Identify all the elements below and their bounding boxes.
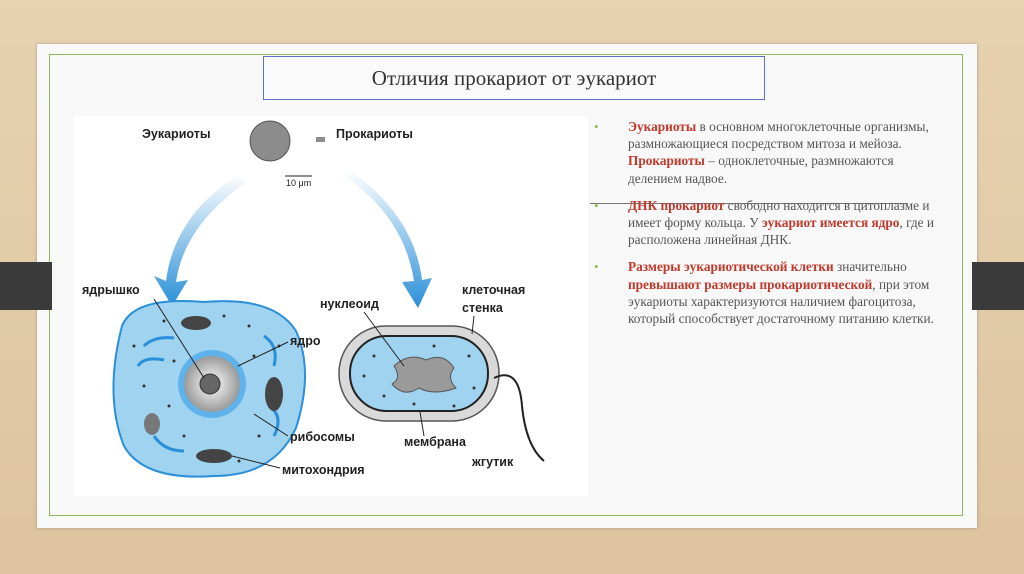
slide-title: Отличия прокариот от эукариот: [263, 56, 765, 100]
membrane-pointer: [419, 411, 425, 437]
label-nucleolus: ядрышко: [82, 283, 140, 297]
bullet-2-text-1: свободно находится в цитоплазме и имеет …: [628, 197, 930, 231]
ribosomes-pointer: [253, 413, 289, 437]
prokaryote-size-rect: [316, 137, 325, 142]
label-membrane: мембрана: [404, 435, 467, 449]
bullet-marker: •: [594, 197, 599, 213]
nucleolus-pointer: [153, 298, 205, 379]
nucleoid: [391, 356, 457, 393]
mitochondrion-1: [265, 377, 283, 411]
nucleolus: [199, 373, 221, 395]
label-flagellum: жгутик: [471, 455, 514, 469]
bullet-2-highlight-2: эукариот имеется ядро: [761, 215, 900, 231]
bullet-2-text-2: , где и расположена линейная ДНК.: [628, 215, 934, 248]
right-arrow: [342, 170, 432, 308]
bullet-item-2: • ДНК прокариот свободно находится в цит…: [590, 197, 950, 249]
mitochondrion-2: [181, 316, 211, 330]
bullet-3-text-1: значительно: [833, 259, 907, 275]
bullet-3-highlight-2: превышают размеры прокариотической: [628, 276, 873, 292]
mitochondrion-3: [196, 449, 232, 463]
bullet-2-highlight-1: ДНК прокариот: [628, 197, 725, 213]
label-nucleoid: нуклеоид: [320, 297, 379, 311]
nucleoid-pointer: [363, 311, 405, 367]
vacuole: [144, 413, 160, 435]
label-ribosomes: рибосомы: [290, 430, 355, 444]
left-arrow: [154, 174, 246, 306]
ribosome-dots: [132, 314, 281, 463]
bullet-1-text-2: – одноклеточные, размножаются делением н…: [628, 153, 894, 186]
bullet-3-highlight-1: Размеры эукариотической клетки: [628, 259, 834, 275]
right-edge-bar: [972, 262, 1024, 310]
cell-wall-pointer: [471, 315, 475, 335]
mitochondria-pointer: [231, 455, 281, 469]
label-mitochondria: митохондрия: [282, 463, 365, 477]
bullet-marker: •: [594, 119, 599, 134]
flagellum: [493, 374, 545, 462]
scale-label: 10 μm: [286, 178, 311, 188]
bullet-1-highlight-1: Эукариоты: [628, 119, 697, 134]
bullet-list: • Эукариоты в основном многоклеточные ор…: [590, 118, 950, 337]
divider-line: [590, 203, 908, 204]
bullet-1-text-1: в основном многоклеточные организмы, раз…: [628, 119, 929, 152]
bullet-item-1: • Эукариоты в основном многоклеточные ор…: [590, 118, 950, 187]
bullet-item-3: • Размеры эукариотической клетки значите…: [590, 258, 950, 327]
eukaryote-size-circle: [249, 120, 291, 162]
bullet-1-highlight-2: Прокариоты: [628, 153, 705, 169]
label-nucleus: ядро: [290, 334, 321, 348]
bullet-marker: •: [594, 259, 599, 275]
label-prokaryotes: Прокариоты: [336, 127, 413, 141]
label-cell-wall-1: клеточная: [462, 283, 525, 297]
cell-diagram-image: Эукариоты Прокариоты 10 μm ядрышко ядро …: [74, 116, 588, 496]
nucleus-pointer: [237, 341, 289, 367]
label-cell-wall-2: стенка: [462, 301, 504, 315]
cell-diagram-svg: Эукариоты Прокариоты 10 μm ядрышко ядро …: [82, 120, 545, 478]
prokaryote-ribosome-dots: [362, 344, 476, 408]
label-eukaryotes: Эукариоты: [142, 127, 211, 141]
left-edge-bar: [0, 262, 52, 310]
bullet-3-text-2: , при этом эукариоты характеризуются нал…: [628, 276, 934, 327]
